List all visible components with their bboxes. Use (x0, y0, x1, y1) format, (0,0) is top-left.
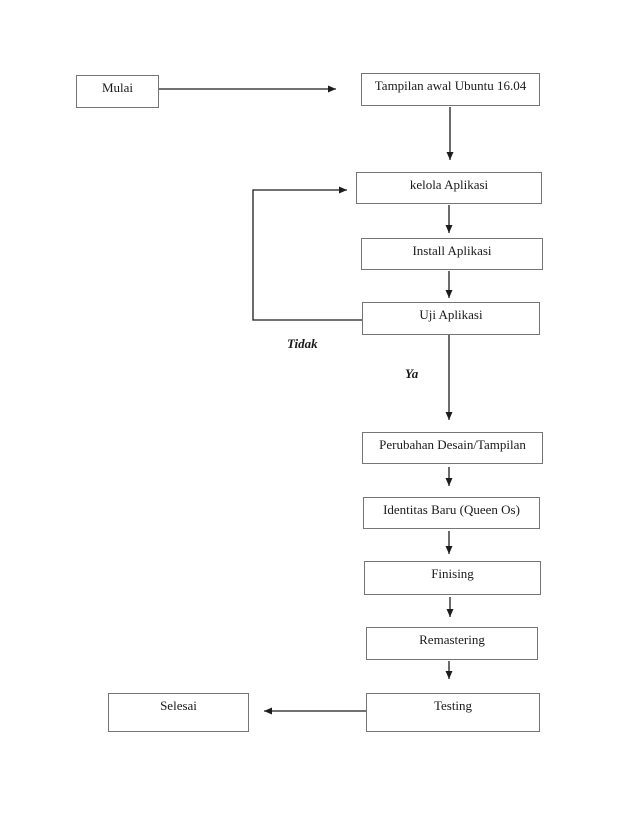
node-install-aplikasi: Install Aplikasi (361, 238, 543, 270)
node-selesai: Selesai (108, 693, 249, 732)
node-remastering: Remastering (366, 627, 538, 660)
node-uji-aplikasi: Uji Aplikasi (362, 302, 540, 335)
node-finising: Finising (364, 561, 541, 595)
node-testing: Testing (366, 693, 540, 732)
edge-label-tidak: Tidak (287, 336, 318, 351)
node-tampilan-awal-ubuntu: Tampilan awal Ubuntu 16.04 (361, 73, 540, 106)
node-perubahan-desain-tampilan: Perubahan Desain/Tampilan (362, 432, 543, 464)
node-mulai: Mulai (76, 75, 159, 108)
edge-label-ya: Ya (405, 366, 419, 381)
edge-uji-tidak-loop-to-kelola (252, 186, 362, 321)
node-identitas-baru-queen-os: Identitas Baru (Queen Os) (363, 497, 540, 529)
node-kelola-aplikasi: kelola Aplikasi (356, 172, 542, 204)
